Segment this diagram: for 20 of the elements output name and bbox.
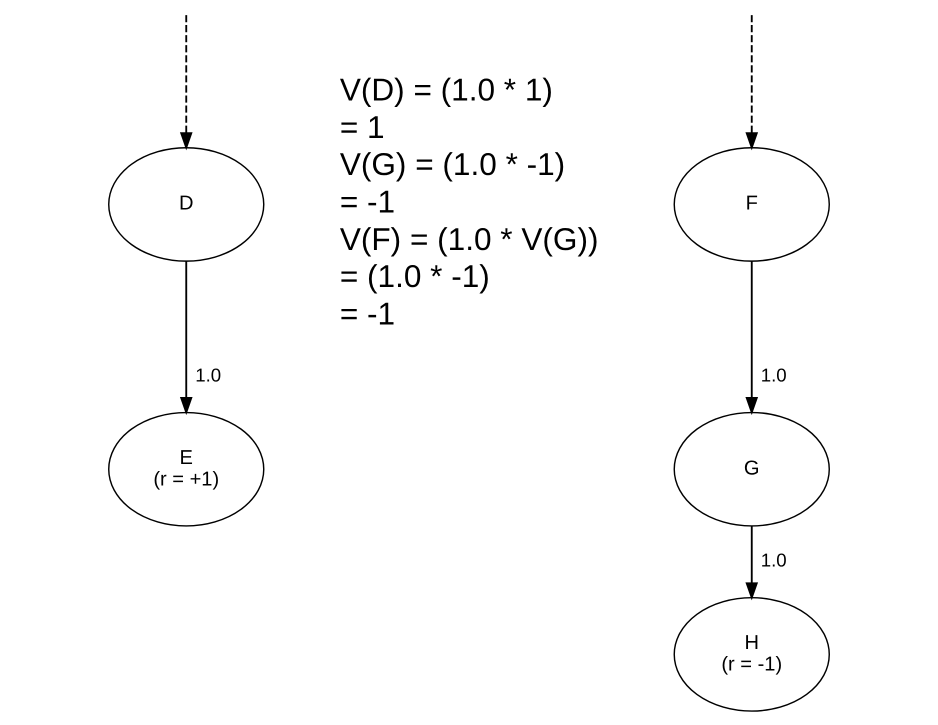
arrow [180, 15, 193, 150]
edge-label: 1.0 [760, 550, 787, 571]
edge-label: 1.0 [760, 364, 787, 386]
node-ellipse: D [108, 147, 264, 262]
label: V(D) = (1.0 * 1) [340, 72, 553, 108]
label: = -1 [340, 295, 396, 332]
label: = 1 [340, 108, 385, 145]
edge-label: 1.0 [195, 364, 222, 386]
arrow [745, 526, 758, 600]
label: = -1 [340, 183, 396, 220]
label: = (1.0 * -1) [340, 258, 490, 294]
arrow [180, 261, 193, 416]
label: V(F) = (1.0 * V(G)) [340, 220, 598, 257]
node-ellipse: H (r = -1) [674, 596, 830, 712]
arrow [745, 15, 758, 150]
label: V(G) = (1.0 * -1) [340, 146, 566, 182]
node-ellipse: G [674, 412, 830, 527]
arrow [745, 261, 758, 416]
node-ellipse: E (r = +1) [108, 412, 264, 527]
node-ellipse: F [674, 147, 830, 262]
